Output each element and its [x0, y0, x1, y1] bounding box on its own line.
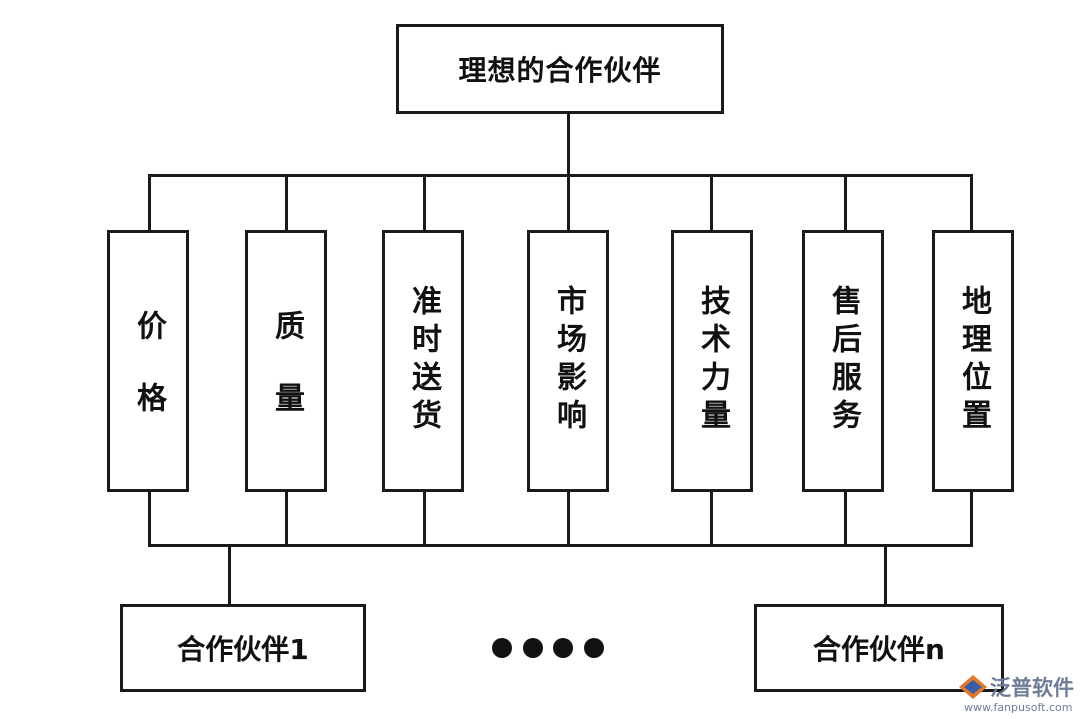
criterion-market-influence: 市场影响 [527, 230, 609, 492]
watermark-url: www.fanpusoft.com [964, 701, 1073, 714]
ellipsis-dot [553, 638, 574, 658]
partner-1-node: 合作伙伴1 [120, 604, 366, 692]
criterion-technical-strength: 技术力量 [671, 230, 753, 492]
ellipsis-dot [583, 638, 604, 658]
criterion-after-sales-service: 售后服务 [802, 230, 884, 492]
root-node-label: 理想的合作伙伴 [458, 54, 662, 87]
criterion-price: 价格 [107, 230, 189, 492]
partner-n-node: 合作伙伴n [754, 604, 1004, 692]
criterion-2-bottom-connector [285, 491, 288, 547]
criterion-label: 质量 [269, 310, 304, 454]
criterion-6-top-connector [844, 174, 847, 231]
ellipsis-dot [492, 638, 512, 658]
criterion-label: 市场影响 [551, 285, 586, 437]
root-stem-line [567, 114, 570, 176]
criterion-5-bottom-connector [710, 491, 713, 547]
watermark: 泛普软件 www.fanpusoft.com [958, 670, 1083, 716]
criterion-4-top-connector [567, 174, 570, 231]
partner-1-label: 合作伙伴1 [177, 633, 309, 666]
ellipsis-dot [522, 638, 543, 658]
ellipsis-dots [492, 634, 604, 662]
root-node-ideal-partner: 理想的合作伙伴 [396, 24, 724, 114]
criterion-6-bottom-connector [844, 491, 847, 547]
partner-n-label: 合作伙伴n [813, 633, 945, 666]
criterion-2-top-connector [285, 174, 288, 231]
criterion-7-bottom-connector [970, 491, 973, 547]
criterion-5-top-connector [710, 174, 713, 231]
criterion-label: 地理位置 [956, 285, 991, 437]
bottom-bus-line [148, 544, 973, 547]
criterion-1-bottom-connector [148, 491, 151, 547]
criterion-label: 售后服务 [826, 285, 861, 437]
partner-n-connector [884, 544, 887, 605]
criterion-3-bottom-connector [423, 491, 426, 547]
top-bus-line [148, 174, 973, 177]
criterion-label: 技术力量 [695, 285, 730, 437]
criterion-4-bottom-connector [567, 491, 570, 547]
criterion-label: 准时送货 [406, 285, 441, 437]
criterion-7-top-connector [970, 174, 973, 231]
fanpu-logo-icon [959, 675, 987, 699]
criterion-label: 价格 [131, 310, 166, 454]
watermark-brand: 泛普软件 [990, 676, 1074, 700]
criterion-1-top-connector [148, 174, 151, 231]
criterion-quality: 质量 [245, 230, 327, 492]
partner-1-connector [228, 544, 231, 605]
criterion-on-time-delivery: 准时送货 [382, 230, 464, 492]
criterion-3-top-connector [423, 174, 426, 231]
criterion-geographic-location: 地理位置 [932, 230, 1014, 492]
